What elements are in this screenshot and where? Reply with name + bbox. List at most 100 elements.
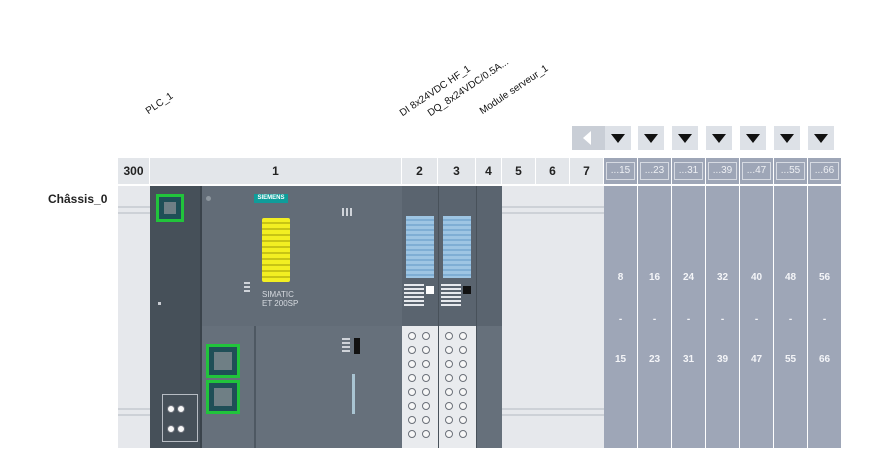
ethernet-port-icon[interactable] bbox=[206, 380, 240, 414]
slot-header-7[interactable]: 7 bbox=[570, 158, 604, 184]
slot-header-5[interactable]: 5 bbox=[502, 158, 536, 184]
ext-header-6[interactable]: ...55 bbox=[774, 158, 808, 184]
coding-element-icon bbox=[406, 216, 434, 278]
terminal-icon bbox=[422, 402, 430, 410]
terminal-icon bbox=[445, 360, 453, 368]
expand-column-3-button[interactable] bbox=[672, 126, 698, 150]
slot-6-rail[interactable] bbox=[536, 186, 570, 448]
ext-end: 39 bbox=[716, 354, 729, 365]
slot-300-rail[interactable] bbox=[118, 186, 150, 448]
terminal-icon bbox=[408, 346, 416, 354]
ext-header-5[interactable]: ...47 bbox=[740, 158, 774, 184]
ext-header-label: ...55 bbox=[776, 162, 805, 180]
ext-header-label: ...23 bbox=[640, 162, 669, 180]
ext-header-2[interactable]: ...23 bbox=[638, 158, 672, 184]
ext-header-label: ...66 bbox=[810, 162, 839, 180]
terminal-icon bbox=[422, 346, 430, 354]
terminal-icon bbox=[459, 332, 467, 340]
ext-dash: - bbox=[686, 314, 691, 325]
ext-start: 8 bbox=[617, 272, 624, 283]
terminal-icon bbox=[422, 416, 430, 424]
ext-end: 31 bbox=[682, 354, 695, 365]
ext-column-6[interactable]: 48 - 55 bbox=[774, 186, 807, 448]
terminal-icon bbox=[422, 388, 430, 396]
terminal-icon bbox=[408, 416, 416, 424]
ethernet-port-icon[interactable] bbox=[156, 194, 184, 222]
terminal-icon bbox=[167, 405, 175, 413]
slot-5-rail[interactable] bbox=[502, 186, 536, 448]
terminal-icon bbox=[177, 405, 185, 413]
slot-header-3[interactable]: 3 bbox=[438, 158, 476, 184]
power-terminal-block bbox=[162, 394, 198, 442]
product-line-1: SIMATIC bbox=[262, 290, 294, 299]
dq-module[interactable] bbox=[438, 186, 476, 448]
terminal-block bbox=[439, 326, 476, 448]
terminal-icon bbox=[445, 388, 453, 396]
slot-header-2[interactable]: 2 bbox=[402, 158, 438, 184]
ext-dash: - bbox=[652, 314, 657, 325]
ext-header-7[interactable]: ...66 bbox=[808, 158, 842, 184]
ext-dash: - bbox=[720, 314, 725, 325]
slot-header-300[interactable]: 300 bbox=[118, 158, 150, 184]
di-module[interactable] bbox=[402, 186, 438, 448]
ext-header-1[interactable]: ...15 bbox=[604, 158, 638, 184]
terminal-icon bbox=[177, 425, 185, 433]
ext-column-2[interactable]: 16 - 23 bbox=[638, 186, 671, 448]
expand-column-7-button[interactable] bbox=[808, 126, 834, 150]
slot-header-4[interactable]: 4 bbox=[476, 158, 502, 184]
led-cluster-icon bbox=[342, 338, 350, 352]
lower-panel-divider bbox=[254, 326, 256, 448]
slot-7-rail[interactable] bbox=[570, 186, 604, 448]
terminal-icon bbox=[408, 430, 416, 438]
arrow-down-icon bbox=[780, 133, 794, 143]
ext-header-4[interactable]: ...39 bbox=[706, 158, 740, 184]
slot-header-6[interactable]: 6 bbox=[536, 158, 570, 184]
ext-column-7[interactable]: 56 - 66 bbox=[808, 186, 841, 448]
server-module[interactable] bbox=[476, 186, 502, 448]
module-label-plc[interactable]: PLC_1 bbox=[143, 90, 176, 117]
arrow-down-icon bbox=[712, 133, 726, 143]
ext-end: 66 bbox=[818, 354, 831, 365]
server-module-lower bbox=[477, 326, 502, 448]
product-line: SIMATIC ET 200SP bbox=[262, 290, 298, 308]
expand-column-6-button[interactable] bbox=[774, 126, 800, 150]
arrow-down-icon bbox=[644, 133, 658, 143]
ext-header-3[interactable]: ...31 bbox=[672, 158, 706, 184]
led-cluster-icon bbox=[342, 208, 354, 216]
interface-divider bbox=[200, 186, 202, 448]
terminal-icon bbox=[445, 332, 453, 340]
slot-header-1[interactable]: 1 bbox=[150, 158, 402, 184]
scroll-left-button-alt[interactable] bbox=[572, 126, 602, 150]
ext-dash: - bbox=[788, 314, 793, 325]
rack-label[interactable]: Châssis_0 bbox=[48, 192, 108, 206]
ext-dash: - bbox=[822, 314, 827, 325]
ext-start: 16 bbox=[648, 272, 661, 283]
ext-end: 47 bbox=[750, 354, 763, 365]
ext-column-3[interactable]: 24 - 31 bbox=[672, 186, 705, 448]
terminal-icon bbox=[459, 430, 467, 438]
ext-dash: - bbox=[754, 314, 759, 325]
ext-header-label: ...47 bbox=[742, 162, 771, 180]
channel-leds-icon bbox=[404, 284, 424, 308]
plc-module[interactable]: SIEMENS SIMATIC ET 200SP bbox=[150, 186, 402, 448]
expand-column-5-button[interactable] bbox=[740, 126, 766, 150]
arrow-down-icon bbox=[814, 133, 828, 143]
expand-column-2-button[interactable] bbox=[638, 126, 664, 150]
terminal-icon bbox=[422, 374, 430, 382]
terminal-icon bbox=[445, 374, 453, 382]
ext-column-5[interactable]: 40 - 47 bbox=[740, 186, 773, 448]
status-led-icon bbox=[158, 302, 161, 305]
terminal-icon bbox=[408, 388, 416, 396]
memory-card-slot-icon bbox=[352, 374, 355, 414]
chevron-left-icon bbox=[583, 131, 591, 145]
ext-column-4[interactable]: 32 - 39 bbox=[706, 186, 739, 448]
expand-column-4-button[interactable] bbox=[706, 126, 732, 150]
ethernet-port-icon[interactable] bbox=[206, 344, 240, 378]
terminal-block bbox=[402, 326, 438, 448]
ext-header-label: ...15 bbox=[606, 162, 635, 180]
arrow-down-icon bbox=[611, 133, 625, 143]
ext-column-1[interactable]: 8 - 15 bbox=[604, 186, 637, 448]
expand-column-1-button[interactable] bbox=[605, 126, 631, 150]
arrow-down-icon bbox=[746, 133, 760, 143]
mode-switch-icon[interactable] bbox=[354, 338, 360, 354]
